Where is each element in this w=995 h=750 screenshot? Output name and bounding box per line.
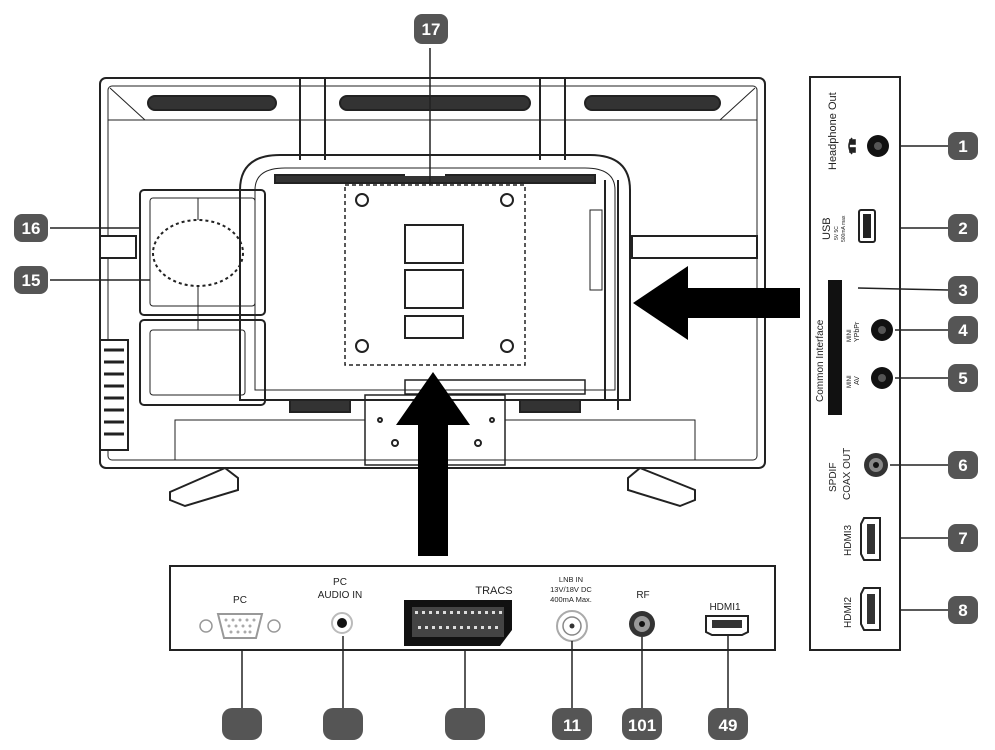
rf-label: RF bbox=[636, 590, 649, 601]
callout-17-number: 17 bbox=[422, 20, 441, 39]
lnb-in-connector bbox=[556, 610, 588, 642]
mini-ypbpr-label-line2: YPbPr bbox=[854, 321, 861, 342]
callout-3-number: 3 bbox=[958, 281, 967, 300]
common-interface-label: Common Interface bbox=[815, 319, 826, 402]
callout-16: 16 bbox=[14, 214, 48, 242]
arrow-left-to-side-panel bbox=[633, 266, 800, 340]
headphone-label: Headphone Out bbox=[827, 92, 839, 170]
headphone-jack bbox=[867, 135, 889, 157]
tv-stand-feet bbox=[169, 466, 696, 508]
usb-port bbox=[858, 209, 876, 243]
hdmi2-port bbox=[860, 587, 881, 631]
mini-av-jack bbox=[871, 367, 893, 389]
headphone-icon bbox=[848, 137, 856, 155]
callout-10: 101 bbox=[622, 708, 662, 740]
mini-ypbpr-jack bbox=[871, 319, 893, 341]
callout-10-number: 101 bbox=[628, 716, 656, 735]
rf-connector bbox=[629, 611, 655, 637]
mini-ypbpr-label-line1: MINI bbox=[847, 329, 853, 342]
usb-label: USB bbox=[821, 217, 833, 240]
callout-blank-pc bbox=[222, 708, 262, 740]
callout-1-number: 1 bbox=[958, 137, 967, 156]
scart-port bbox=[404, 600, 512, 646]
lnb-label-line2: 13V/18V DC bbox=[550, 585, 592, 594]
callout-7-number: 7 bbox=[958, 529, 967, 548]
callout-4-number: 4 bbox=[958, 321, 968, 340]
callout-2-number: 2 bbox=[958, 219, 967, 238]
hdmi3-port bbox=[860, 517, 881, 561]
callout-badges: 1 2 3 4 5 6 7 8 bbox=[14, 14, 978, 740]
bottom-connector-panel: PC PC AUDIO IN TRACS bbox=[169, 565, 776, 651]
callout-11: 11 bbox=[552, 708, 592, 740]
mini-av-label-line1: MINI bbox=[847, 375, 853, 388]
usb-rating-line2: 500mA max bbox=[841, 215, 847, 242]
callout-4: 4 bbox=[948, 316, 978, 344]
lnb-label-line1: LNB IN bbox=[559, 575, 583, 584]
spdif-label-line1: SPDIF bbox=[828, 463, 839, 492]
arrow-up-to-bottom-panel bbox=[396, 372, 470, 556]
callout-11-number: 11 bbox=[563, 716, 581, 735]
tv-rear-body bbox=[99, 77, 766, 469]
callout-6: 6 bbox=[948, 451, 978, 479]
leader-lines bbox=[50, 48, 949, 708]
callout-blank-scart bbox=[445, 708, 485, 740]
hdmi2-label: HDMI2 bbox=[843, 596, 854, 628]
pc-label: PC bbox=[233, 595, 247, 606]
callout-2: 2 bbox=[948, 214, 978, 242]
callout-6-number: 6 bbox=[958, 456, 967, 475]
usb-rating-line1: 5V 5C bbox=[834, 226, 840, 240]
lnb-label-line3: 400mA Max. bbox=[550, 595, 592, 604]
callout-17: 17 bbox=[414, 14, 448, 44]
callout-15: 15 bbox=[14, 266, 48, 294]
callout-blank-pc-audio bbox=[323, 708, 363, 740]
scart-label: TRACS bbox=[475, 585, 512, 597]
callout-8-number: 8 bbox=[958, 601, 967, 620]
callout-9-number: 49 bbox=[719, 716, 738, 735]
hdmi3-label: HDMI3 bbox=[843, 524, 854, 556]
callout-3: 3 bbox=[948, 276, 978, 304]
callout-9: 49 bbox=[708, 708, 748, 740]
vga-port bbox=[199, 613, 281, 639]
pc-audio-label-line1: PC bbox=[333, 577, 347, 588]
mini-av-label-line2: AV bbox=[854, 376, 861, 385]
pc-audio-jack bbox=[331, 612, 353, 634]
hdmi1-label: HDMI1 bbox=[709, 602, 741, 613]
callout-16-number: 16 bbox=[22, 219, 41, 238]
spdif-label-line2: COAX OUT bbox=[842, 448, 853, 500]
side-connector-panel: Headphone Out USB 5V 5C 500mA max Common… bbox=[809, 76, 901, 651]
callout-15-number: 15 bbox=[22, 271, 41, 290]
callout-5: 5 bbox=[948, 364, 978, 392]
pc-audio-label-line2: AUDIO IN bbox=[318, 590, 362, 601]
callout-8: 8 bbox=[948, 596, 978, 624]
spdif-coax-jack bbox=[864, 453, 888, 477]
callout-5-number: 5 bbox=[958, 369, 967, 388]
common-interface-slot bbox=[828, 280, 842, 415]
hdmi1-port bbox=[705, 615, 749, 636]
callout-1: 1 bbox=[948, 132, 978, 160]
callout-7: 7 bbox=[948, 524, 978, 552]
